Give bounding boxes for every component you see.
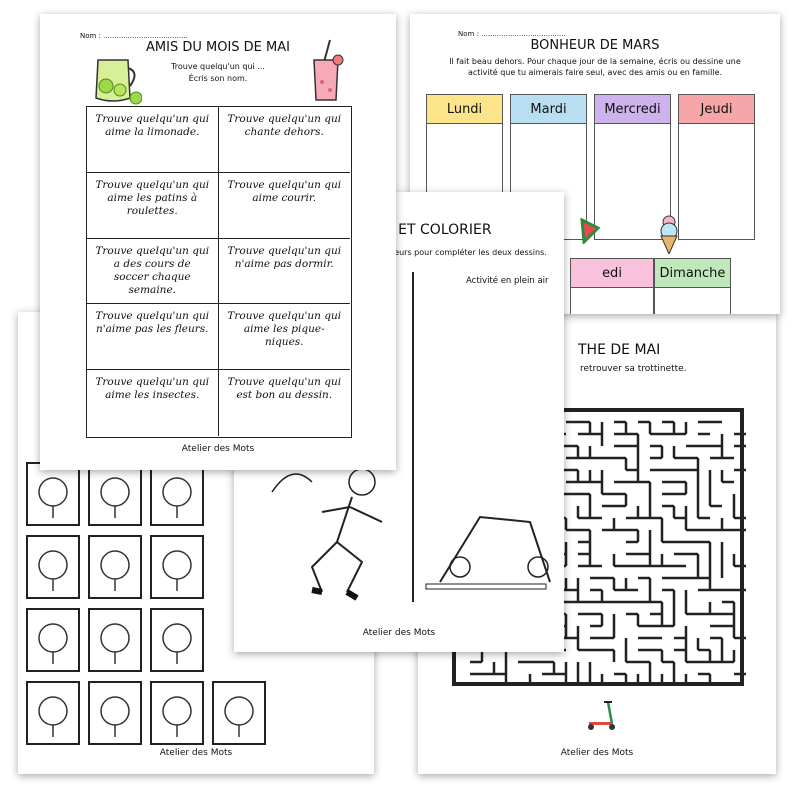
amis-title: AMIS DU MOIS DE MAI <box>146 40 290 55</box>
yoga-child-drawing <box>425 515 551 590</box>
maze-title: THE DE MAI <box>578 342 661 358</box>
day-box-jeudi: Jeudi <box>678 94 755 240</box>
divider <box>412 272 414 602</box>
day-label-mercredi: Mercredi <box>595 95 670 124</box>
day-box-mardi: Mardi <box>510 94 587 240</box>
prompt-cell[interactable]: Trouve quelqu'un qui a des cours de socc… <box>87 238 219 305</box>
roller-skate-icon <box>88 681 142 745</box>
cake-icon <box>150 681 204 745</box>
amis-instruction-2: Écris son nom. <box>188 74 248 83</box>
scooter-icon <box>588 701 615 730</box>
prompt-cell[interactable]: Trouve quelqu'un qui chante dehors. <box>218 107 350 173</box>
footer-brand: Atelier des Mots <box>159 748 233 758</box>
prompt-cell[interactable]: Trouve quelqu'un qui aime la limonade. <box>87 107 219 173</box>
bonheur-instruction: Il fait beau dehors. Pour chaque jour de… <box>449 57 741 77</box>
activity-label: Activité en plein air <box>466 276 549 286</box>
amis-table: Trouve quelqu'un qui aime la limonade.Tr… <box>86 106 352 438</box>
day-label-samedi: edi <box>571 259 653 288</box>
prompt-cell[interactable]: Trouve quelqu'un qui aime les pique-niqu… <box>218 304 350 371</box>
coconut-icon <box>150 462 204 526</box>
prompt-cell[interactable]: Trouve quelqu'un qui aime les patins à r… <box>87 172 219 239</box>
butterfly-icon <box>88 535 142 599</box>
ice-cream-icon <box>660 215 678 254</box>
colorier-title: R ET COLORIER <box>384 222 492 238</box>
drink-icon <box>88 608 142 672</box>
footer-brand: Atelier des Mots <box>560 748 634 758</box>
colorier-instruction: ouleurs pour compléter les deux dessins. <box>382 248 547 257</box>
day-label-jeudi: Jeudi <box>679 95 754 124</box>
popsicle-icon <box>26 681 80 745</box>
bonheur-title: BONHEUR DE MARS <box>530 38 660 53</box>
amis-instruction-1: Trouve quelqu'un qui ... <box>171 62 265 71</box>
maze-instruction: retrouver sa trottinette. <box>580 364 687 374</box>
name-field-label: Nom : ..................................… <box>80 32 188 40</box>
sundae-icon <box>26 608 80 672</box>
sunscreen-icon <box>26 535 80 599</box>
mug-icon <box>212 681 266 745</box>
name-field-label: Nom : ..................................… <box>458 30 566 38</box>
day-label-lundi: Lundi <box>427 95 502 124</box>
day-box-dimanche: Dimanche <box>654 258 731 314</box>
day-box-samedi: edi <box>570 258 654 314</box>
cotton-candy-icon <box>150 535 204 599</box>
amis-sheet: Nom : ..................................… <box>40 14 396 470</box>
hat-icon <box>88 462 142 526</box>
pink-drink-icon <box>313 39 344 101</box>
lemonade-pitcher-icon <box>95 59 142 105</box>
watermelon-slice-icon <box>150 608 204 672</box>
day-label-dimanche: Dimanche <box>655 259 730 288</box>
footer-brand: Atelier des Mots <box>362 628 436 638</box>
prompt-cell[interactable]: Trouve quelqu'un qui n'aime pas dormir. <box>218 239 350 305</box>
prompt-cell[interactable]: Trouve quelqu'un qui est bon au dessin. <box>227 376 342 402</box>
running-child-drawing <box>271 468 383 601</box>
footer-brand: Atelier des Mots <box>181 444 255 454</box>
prompt-cell[interactable]: Trouve quelqu'un qui aime courir. <box>218 173 350 239</box>
day-box-mercredi: Mercredi <box>594 94 671 240</box>
popsicle-icon <box>26 462 80 526</box>
day-label-mardi: Mardi <box>511 95 586 124</box>
prompt-cell[interactable]: Trouve quelqu'un qui aime les insectes. <box>87 370 219 436</box>
prompt-cell[interactable]: Trouve quelqu'un qui n'aime pas les fleu… <box>87 304 219 371</box>
watermelon-icon <box>580 218 600 244</box>
